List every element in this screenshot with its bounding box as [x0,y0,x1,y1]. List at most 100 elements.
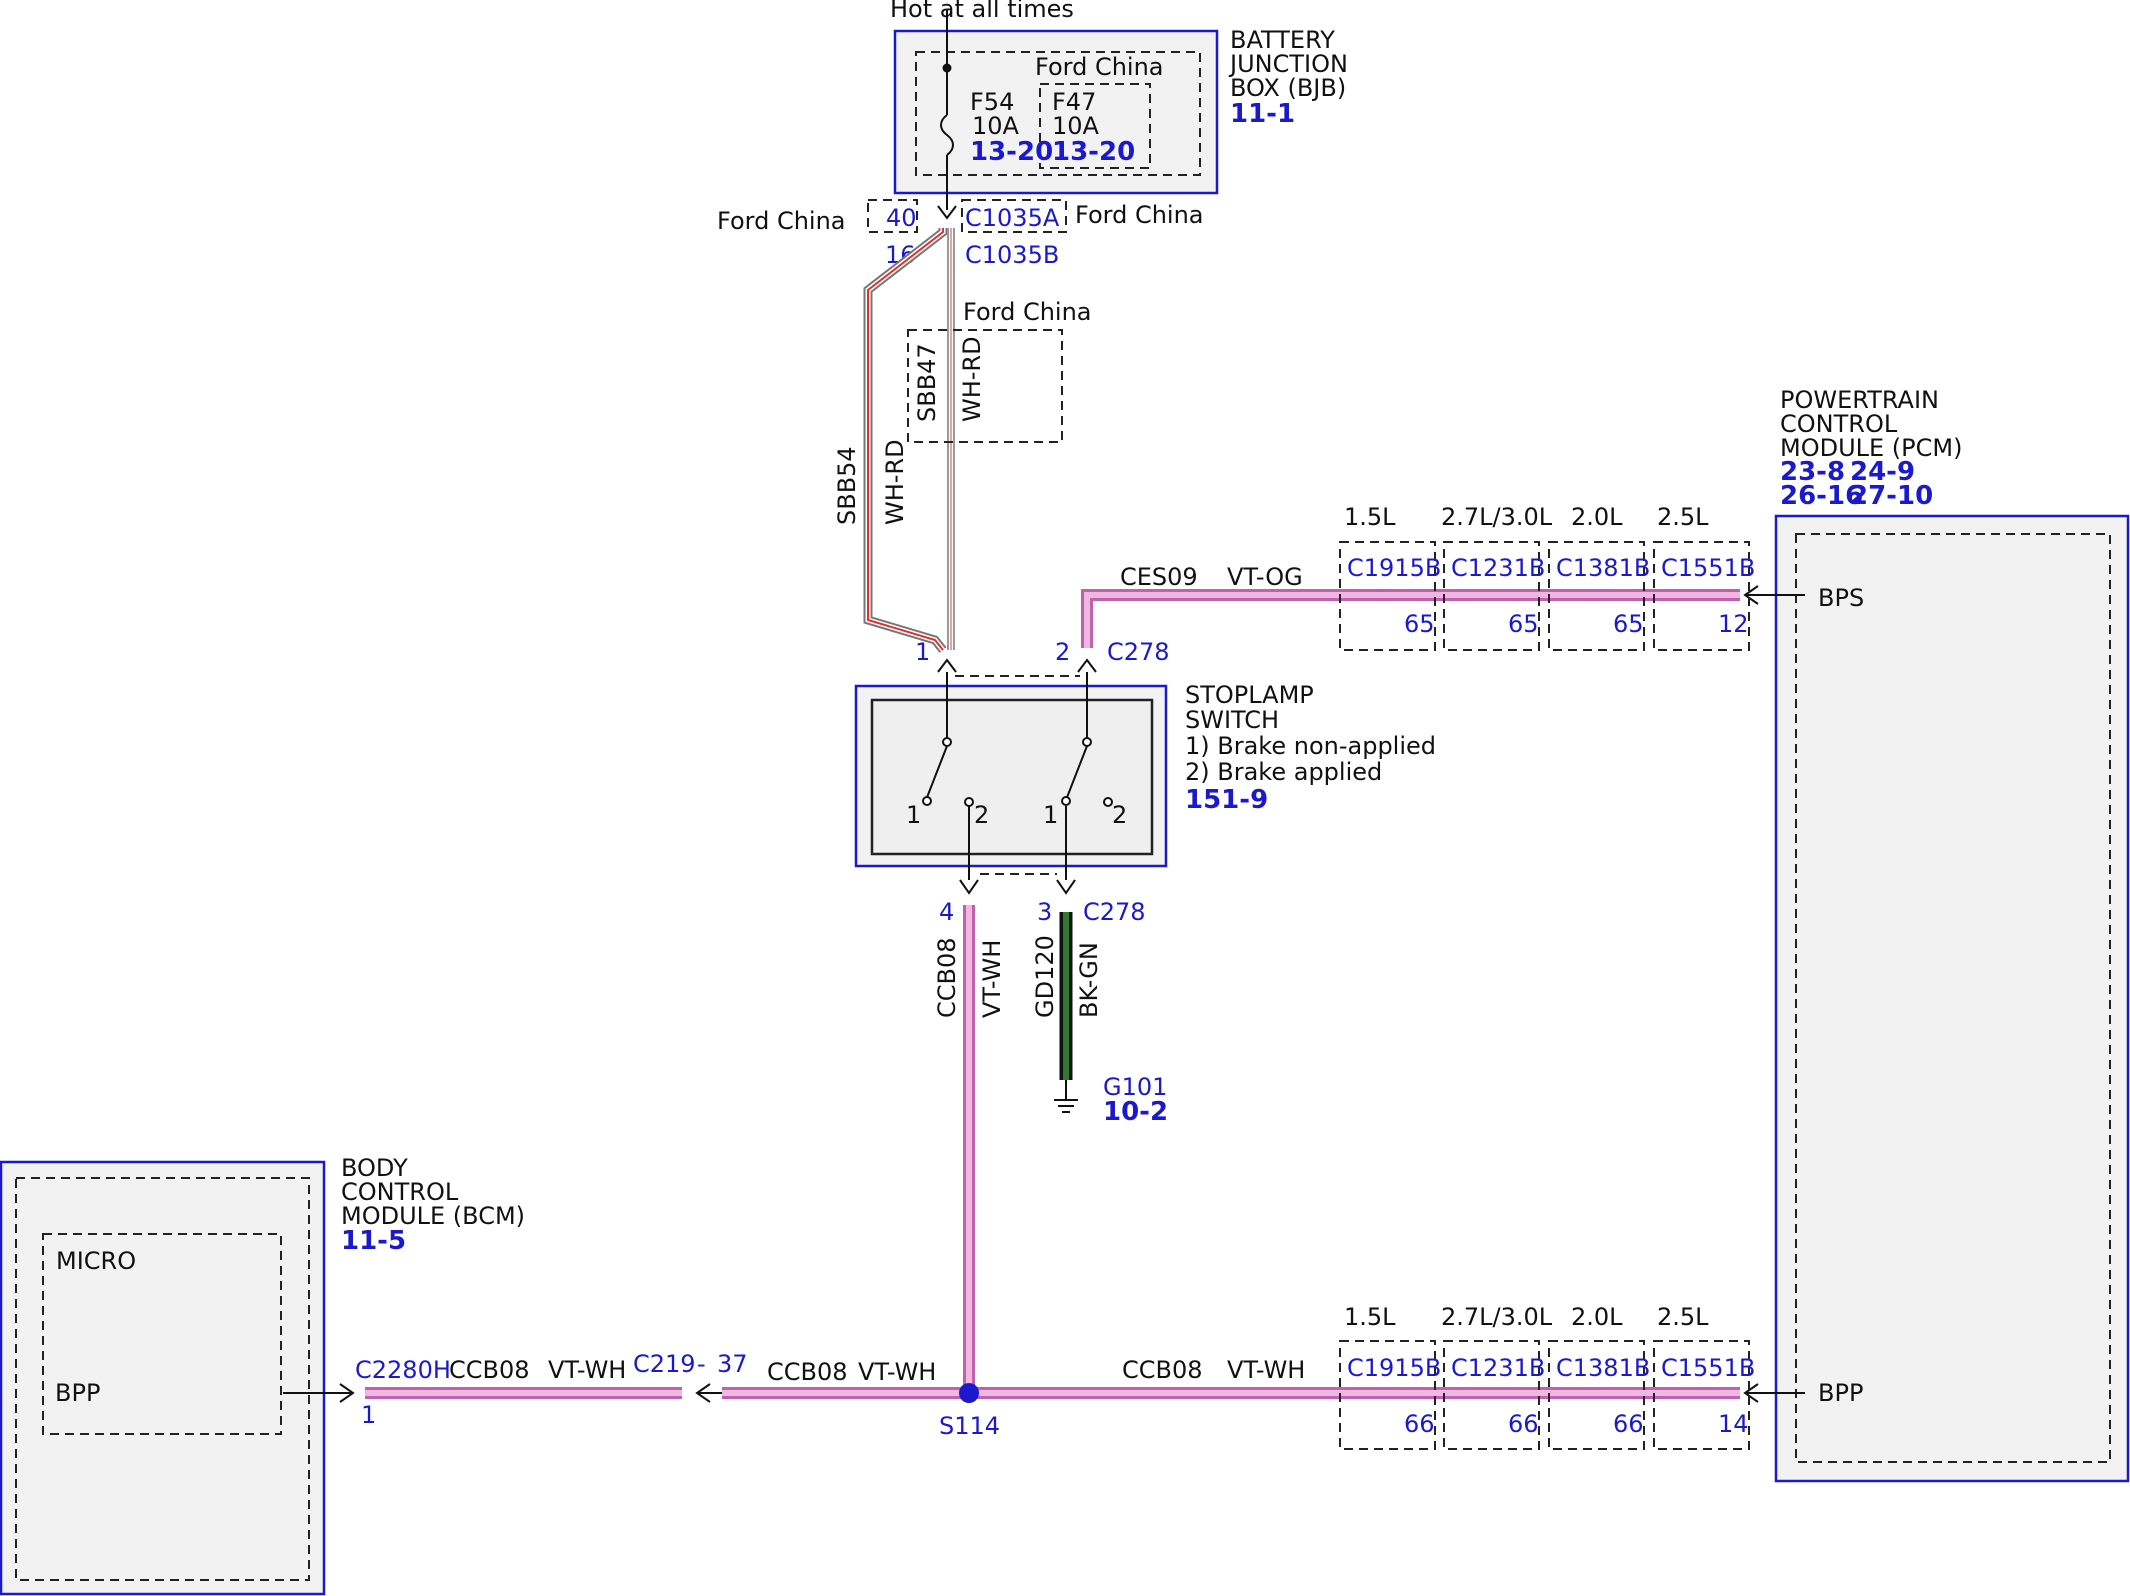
fuse-f54-name: F54 [970,88,1014,116]
pcm-bps: BPS [1818,584,1864,612]
pin-40: 40 [886,204,917,232]
switch-contact-b-icon [1061,672,1113,880]
switch-b-pos-1: 1 [1043,801,1058,829]
pcm-ref-1[interactable]: 23-8 [1780,457,1845,487]
c1035-left-variant: Ford China [717,207,846,235]
pcm-ref-2[interactable]: 24-9 [1850,457,1915,487]
switch-pin-2: 2 [1055,638,1070,666]
bps-engine-3: 2.0L [1571,503,1623,531]
sbb47-color: WH-RD [958,336,986,422]
fuse-f54-rating: 10A [972,112,1020,140]
switch-ref[interactable]: 151-9 [1185,785,1268,815]
gd120-circuit: GD120 [1031,935,1059,1018]
sbb47-circuit: SBB47 [913,343,941,422]
bjb-ref[interactable]: 11-1 [1230,99,1295,129]
bcm-ref[interactable]: 11-5 [341,1226,406,1256]
pcm-bpp: BPP [1818,1379,1863,1407]
bcm-box[interactable] [0,1160,326,1596]
bpp-conn-4[interactable]: C1551B [1661,1354,1755,1382]
connector-c278-bottom[interactable]: C278 [1083,898,1146,926]
gd120-color: BK-GN [1075,942,1103,1018]
ground-g101[interactable]: G101 [1103,1073,1167,1101]
connector-c278-top[interactable]: C278 [1107,638,1170,666]
ces09-circuit: CES09 [1120,563,1198,591]
switch-title-1: STOPLAMP [1185,681,1314,709]
ccb08-bl-circuit: CCB08 [449,1356,530,1384]
bps-pin-4: 12 [1718,610,1749,638]
pcm-ref-3[interactable]: 26-16 [1780,481,1863,511]
bps-conn-3[interactable]: C1381B [1556,554,1650,582]
ccb08-bm-color: VT-WH [858,1358,936,1386]
bpp-engine-1: 1.5L [1344,1303,1396,1331]
switch-pin-3: 3 [1037,898,1052,926]
connector-c1035b[interactable]: C1035B [965,241,1059,269]
bps-conn-1[interactable]: C1915B [1347,554,1441,582]
inline-c219[interactable]: C219 [633,1350,696,1378]
pcm-title-3: MODULE (PCM) [1780,434,1962,462]
switch-state-1: 1) Brake non-applied [1185,732,1436,760]
bpp-variant-connectors [1339,1340,1750,1450]
bjb-box[interactable] [893,29,1219,195]
fuse-f54-ref[interactable]: 13-20 [970,137,1053,167]
pin40-frame [867,199,918,233]
sbb47-variant-frame [907,329,1063,443]
stoplamp-switch-inner [870,698,1154,856]
bps-engine-4: 2.5L [1657,503,1709,531]
inline-c219-pin: 37 [717,1350,748,1378]
switch-title-2: SWITCH [1185,706,1279,734]
bpp-conn-2[interactable]: C1231B [1451,1354,1545,1382]
pcm-ref-4[interactable]: 27-10 [1850,481,1933,511]
splice-s114[interactable]: S114 [939,1412,1000,1440]
pcm-box[interactable] [1774,514,2130,1483]
bjb-title-1: BATTERY [1230,26,1335,54]
wire-ces09[interactable] [1081,589,1740,648]
bps-variant-connectors [1339,541,1750,651]
ground-ref[interactable]: 10-2 [1103,1097,1168,1127]
bcm-micro-frame [42,1233,282,1435]
switch-contact-a-icon [922,672,974,880]
bcm-title-3: MODULE (BCM) [341,1202,525,1230]
supply-label: Hot at all times [890,0,1074,23]
bjb-variant-label: Ford China [1035,53,1164,81]
bcm-title-2: CONTROL [341,1178,459,1206]
ccb08-br-color: VT-WH [1227,1356,1305,1384]
c1035a-frame [961,199,1067,233]
bcm-connector-c2280h[interactable]: C2280H [355,1356,451,1384]
pcm-title-1: POWERTRAIN [1780,386,1939,414]
fuse-f47-frame [1039,83,1151,169]
sbb54-color: WH-RD [881,439,909,525]
bps-engine-2: 2.7L/3.0L [1441,503,1553,531]
c219-arrow-icon [695,1383,722,1403]
fuse-f54-symbol-icon [940,114,954,156]
pin4-arrow-icon [959,879,979,895]
bcm-inner-frame [15,1177,310,1581]
bjb-title-2: JUNCTION [1228,50,1348,78]
splice-s114-icon[interactable] [959,1383,979,1403]
ground-icon [1054,1080,1078,1113]
inline-c219-dash: - [697,1350,706,1378]
switch-a-pos-2: 2 [974,801,989,829]
supply-node [942,63,952,73]
sbb54-circuit: SBB54 [833,446,861,525]
bjb-title-3: BOX (BJB) [1230,74,1346,102]
wire-sbb54[interactable] [863,228,948,653]
bpp-pin-4: 14 [1718,1410,1749,1438]
bps-conn-2[interactable]: C1231B [1451,554,1545,582]
connector-c1035-arrow-icon [937,205,957,220]
bps-conn-4[interactable]: C1551B [1661,554,1755,582]
sbb47-variant-label: Ford China [963,298,1092,326]
pcm-bps-arrow-icon [1743,585,1805,605]
fuse-f47-ref[interactable]: 13-20 [1052,137,1135,167]
bcm-title-1: BODY [341,1154,408,1182]
bpp-pin-1: 66 [1404,1410,1435,1438]
pcm-title-2: CONTROL [1780,410,1898,438]
connector-c1035a[interactable]: C1035A [965,204,1060,232]
pin3-arrow-icon [1056,879,1076,895]
bpp-conn-3[interactable]: C1381B [1556,1354,1650,1382]
bjb-variant-frame [915,51,1201,176]
switch-state-2: 2) Brake applied [1185,758,1382,786]
ccb08-bm-circuit: CCB08 [767,1358,848,1386]
bpp-engine-4: 2.5L [1657,1303,1709,1331]
bpp-conn-1[interactable]: C1915B [1347,1354,1441,1382]
